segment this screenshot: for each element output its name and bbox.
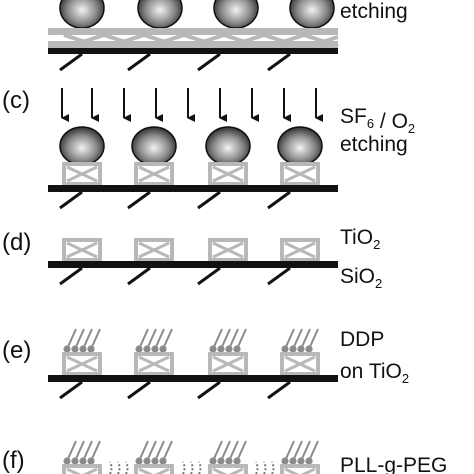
hatch-line (197, 380, 221, 400)
particle (59, 126, 105, 166)
particle (289, 0, 335, 29)
tio2-pillar (280, 238, 320, 262)
panel-c-letter: (c) (2, 87, 30, 114)
tio2-pillar (208, 238, 248, 262)
panel-f: (f) PLL-g-PEG (2, 440, 447, 474)
panel-c-substrate (48, 185, 338, 210)
panel-e-ddp (63, 328, 319, 353)
particle (137, 0, 183, 29)
hatch-line (127, 266, 151, 286)
step-caption-line: etching (340, 0, 408, 23)
panel-f-peg (109, 461, 275, 474)
ddp-molecule-cluster (209, 440, 247, 465)
tio2-pillar (280, 464, 320, 474)
hatch-line (127, 380, 151, 400)
particle (59, 0, 105, 29)
tio2-pillar (208, 464, 248, 474)
step-caption-line: PLL-g-PEG (340, 454, 447, 474)
panel-e: (e) DDP on TiO2 (2, 328, 409, 400)
tio2-pillar (62, 352, 102, 376)
step-caption-line: SF6 / O2 (340, 105, 415, 136)
panel-c-particles (59, 126, 323, 166)
panel-d-substrate (48, 261, 338, 286)
hatch-line (197, 190, 221, 210)
step-caption-line: SiO2 (340, 265, 382, 291)
tio2-pillar (280, 352, 320, 376)
panel-d-pillars (62, 238, 320, 262)
step-caption-line: etching (340, 133, 408, 156)
particle (131, 126, 177, 166)
ddp-molecule-cluster (135, 440, 173, 465)
hatch-line (267, 190, 291, 210)
step-caption-line: on TiO2 (340, 360, 409, 386)
peg-chain (109, 461, 129, 474)
sio2-substrate (48, 375, 338, 382)
step-caption-line: DDP (340, 328, 384, 351)
step-caption-line: TiO2 (340, 226, 380, 252)
panel-e-substrate (48, 375, 338, 400)
ddp-molecule-cluster (63, 328, 101, 353)
ddp-molecule-cluster (281, 440, 319, 465)
hatch-line (59, 190, 83, 210)
tio2-pillar (280, 162, 320, 186)
panel-f-ddp (63, 440, 319, 465)
panel-c-arrows (61, 88, 323, 122)
ddp-molecule-cluster (209, 328, 247, 353)
particle (277, 126, 323, 166)
tio2-pillar (208, 352, 248, 376)
panel-e-pillars (62, 352, 320, 376)
panel-d-letter: (d) (2, 229, 31, 256)
ddp-molecule-cluster (281, 328, 319, 353)
ddp-molecule-cluster (63, 440, 101, 465)
panel-b-particles (59, 0, 335, 29)
particle (205, 126, 251, 166)
panel-b-caption: etching (340, 0, 408, 23)
panel-e-caption: DDP on TiO2 (340, 328, 409, 386)
tio2-pillar (62, 162, 102, 186)
panel-c-pillars (62, 162, 320, 186)
hatch-line (267, 266, 291, 286)
hatch-line (267, 380, 291, 400)
tio2-pillar (134, 162, 174, 186)
particle (213, 0, 259, 29)
peg-chain (255, 461, 275, 474)
panel-b-tio2-layer (48, 28, 339, 50)
peg-chain (182, 461, 202, 474)
sio2-substrate (48, 185, 338, 192)
panel-e-letter: (e) (2, 337, 31, 364)
hatch-line (59, 266, 83, 286)
hatch-line (59, 380, 83, 400)
panel-f-pillars (62, 464, 320, 474)
panel-b-substrate (48, 48, 338, 72)
tio2-pillar (62, 464, 102, 474)
sio2-substrate (48, 261, 338, 268)
tio2-pillar (208, 162, 248, 186)
panel-b: etching (48, 0, 408, 72)
panel-f-caption: PLL-g-PEG (340, 454, 447, 474)
tio2-pillar (134, 352, 174, 376)
tio2-pillar (62, 238, 102, 262)
hatch-line (127, 190, 151, 210)
tio2-pillar (134, 238, 174, 262)
panel-f-letter: (f) (2, 447, 25, 474)
tio2-pillar (134, 464, 174, 474)
hatch-line (197, 266, 221, 286)
ddp-molecule-cluster (135, 328, 173, 353)
